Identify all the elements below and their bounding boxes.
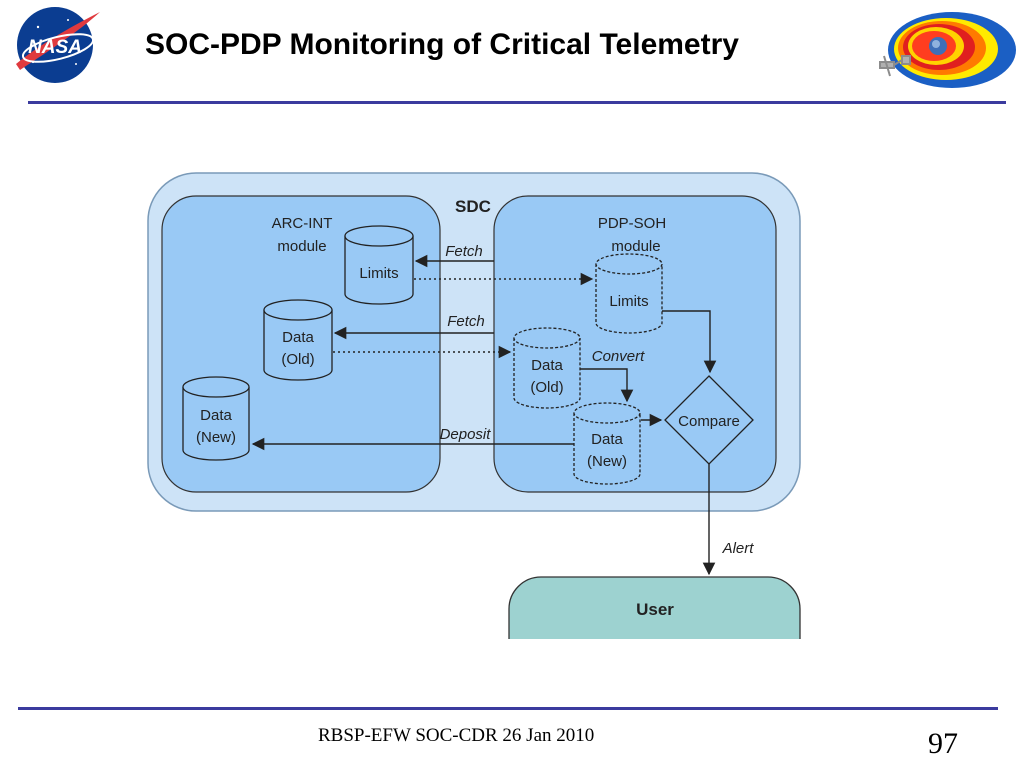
- radiation-belt-icon: [879, 12, 1016, 88]
- arc-module-subtitle: module: [277, 238, 326, 255]
- fetch-data-label: Fetch: [447, 313, 485, 330]
- alert-label: Alert: [722, 540, 755, 557]
- pdp-module-subtitle: module: [611, 238, 660, 255]
- telemetry-flow-diagram: SDC ARC-INT module PDP-SOH module Limits…: [147, 172, 801, 639]
- arc-module-title: ARC-INT: [272, 215, 333, 232]
- arc-data-new-line1: Data: [200, 407, 232, 424]
- user-node: [508, 576, 801, 639]
- pdp-data-old-store: Data (Old): [513, 327, 581, 409]
- convert-arrow: [580, 368, 634, 403]
- arc-data-new-line2: (New): [196, 429, 236, 446]
- pdp-limits-label: Limits: [609, 293, 648, 310]
- limits-to-compare-arrow: [662, 310, 717, 374]
- arc-limits-label: Limits: [359, 265, 398, 282]
- user-label: User: [636, 600, 674, 619]
- compare-label: Compare: [678, 413, 740, 430]
- sdc-label: SDC: [455, 197, 491, 216]
- arc-data-old-line1: Data: [282, 329, 314, 346]
- pdp-data-old-line1: Data: [531, 357, 563, 374]
- pdp-data-new-line1: Data: [591, 431, 623, 448]
- top-divider: [28, 101, 1006, 104]
- fetch-limits-label: Fetch: [445, 243, 483, 260]
- pdp-data-old-line2: (Old): [530, 379, 563, 396]
- arc-data-old-store: Data (Old): [263, 299, 333, 381]
- compare-decision: Compare: [664, 375, 754, 465]
- arc-limits-store: Limits: [344, 225, 414, 305]
- nasa-logo-text: NASA: [28, 37, 82, 58]
- deposit-label: Deposit: [440, 426, 492, 443]
- pdp-module-title: PDP-SOH: [598, 215, 666, 232]
- pdp-limits-store: Limits: [595, 253, 663, 334]
- bottom-divider: [18, 707, 998, 710]
- nasa-logo: NASA: [16, 7, 100, 83]
- pdp-data-new-store: Data (New): [573, 402, 641, 485]
- footer-text: RBSP-EFW SOC-CDR 26 Jan 2010: [318, 725, 595, 746]
- slide-title: SOC-PDP Monitoring of Critical Telemetry: [145, 28, 739, 61]
- arc-data-new-store: Data (New): [182, 376, 250, 461]
- pdp-data-new-line2: (New): [587, 453, 627, 470]
- arc-data-old-line2: (Old): [281, 351, 314, 368]
- convert-label: Convert: [592, 348, 645, 365]
- page-number: 97: [928, 727, 958, 760]
